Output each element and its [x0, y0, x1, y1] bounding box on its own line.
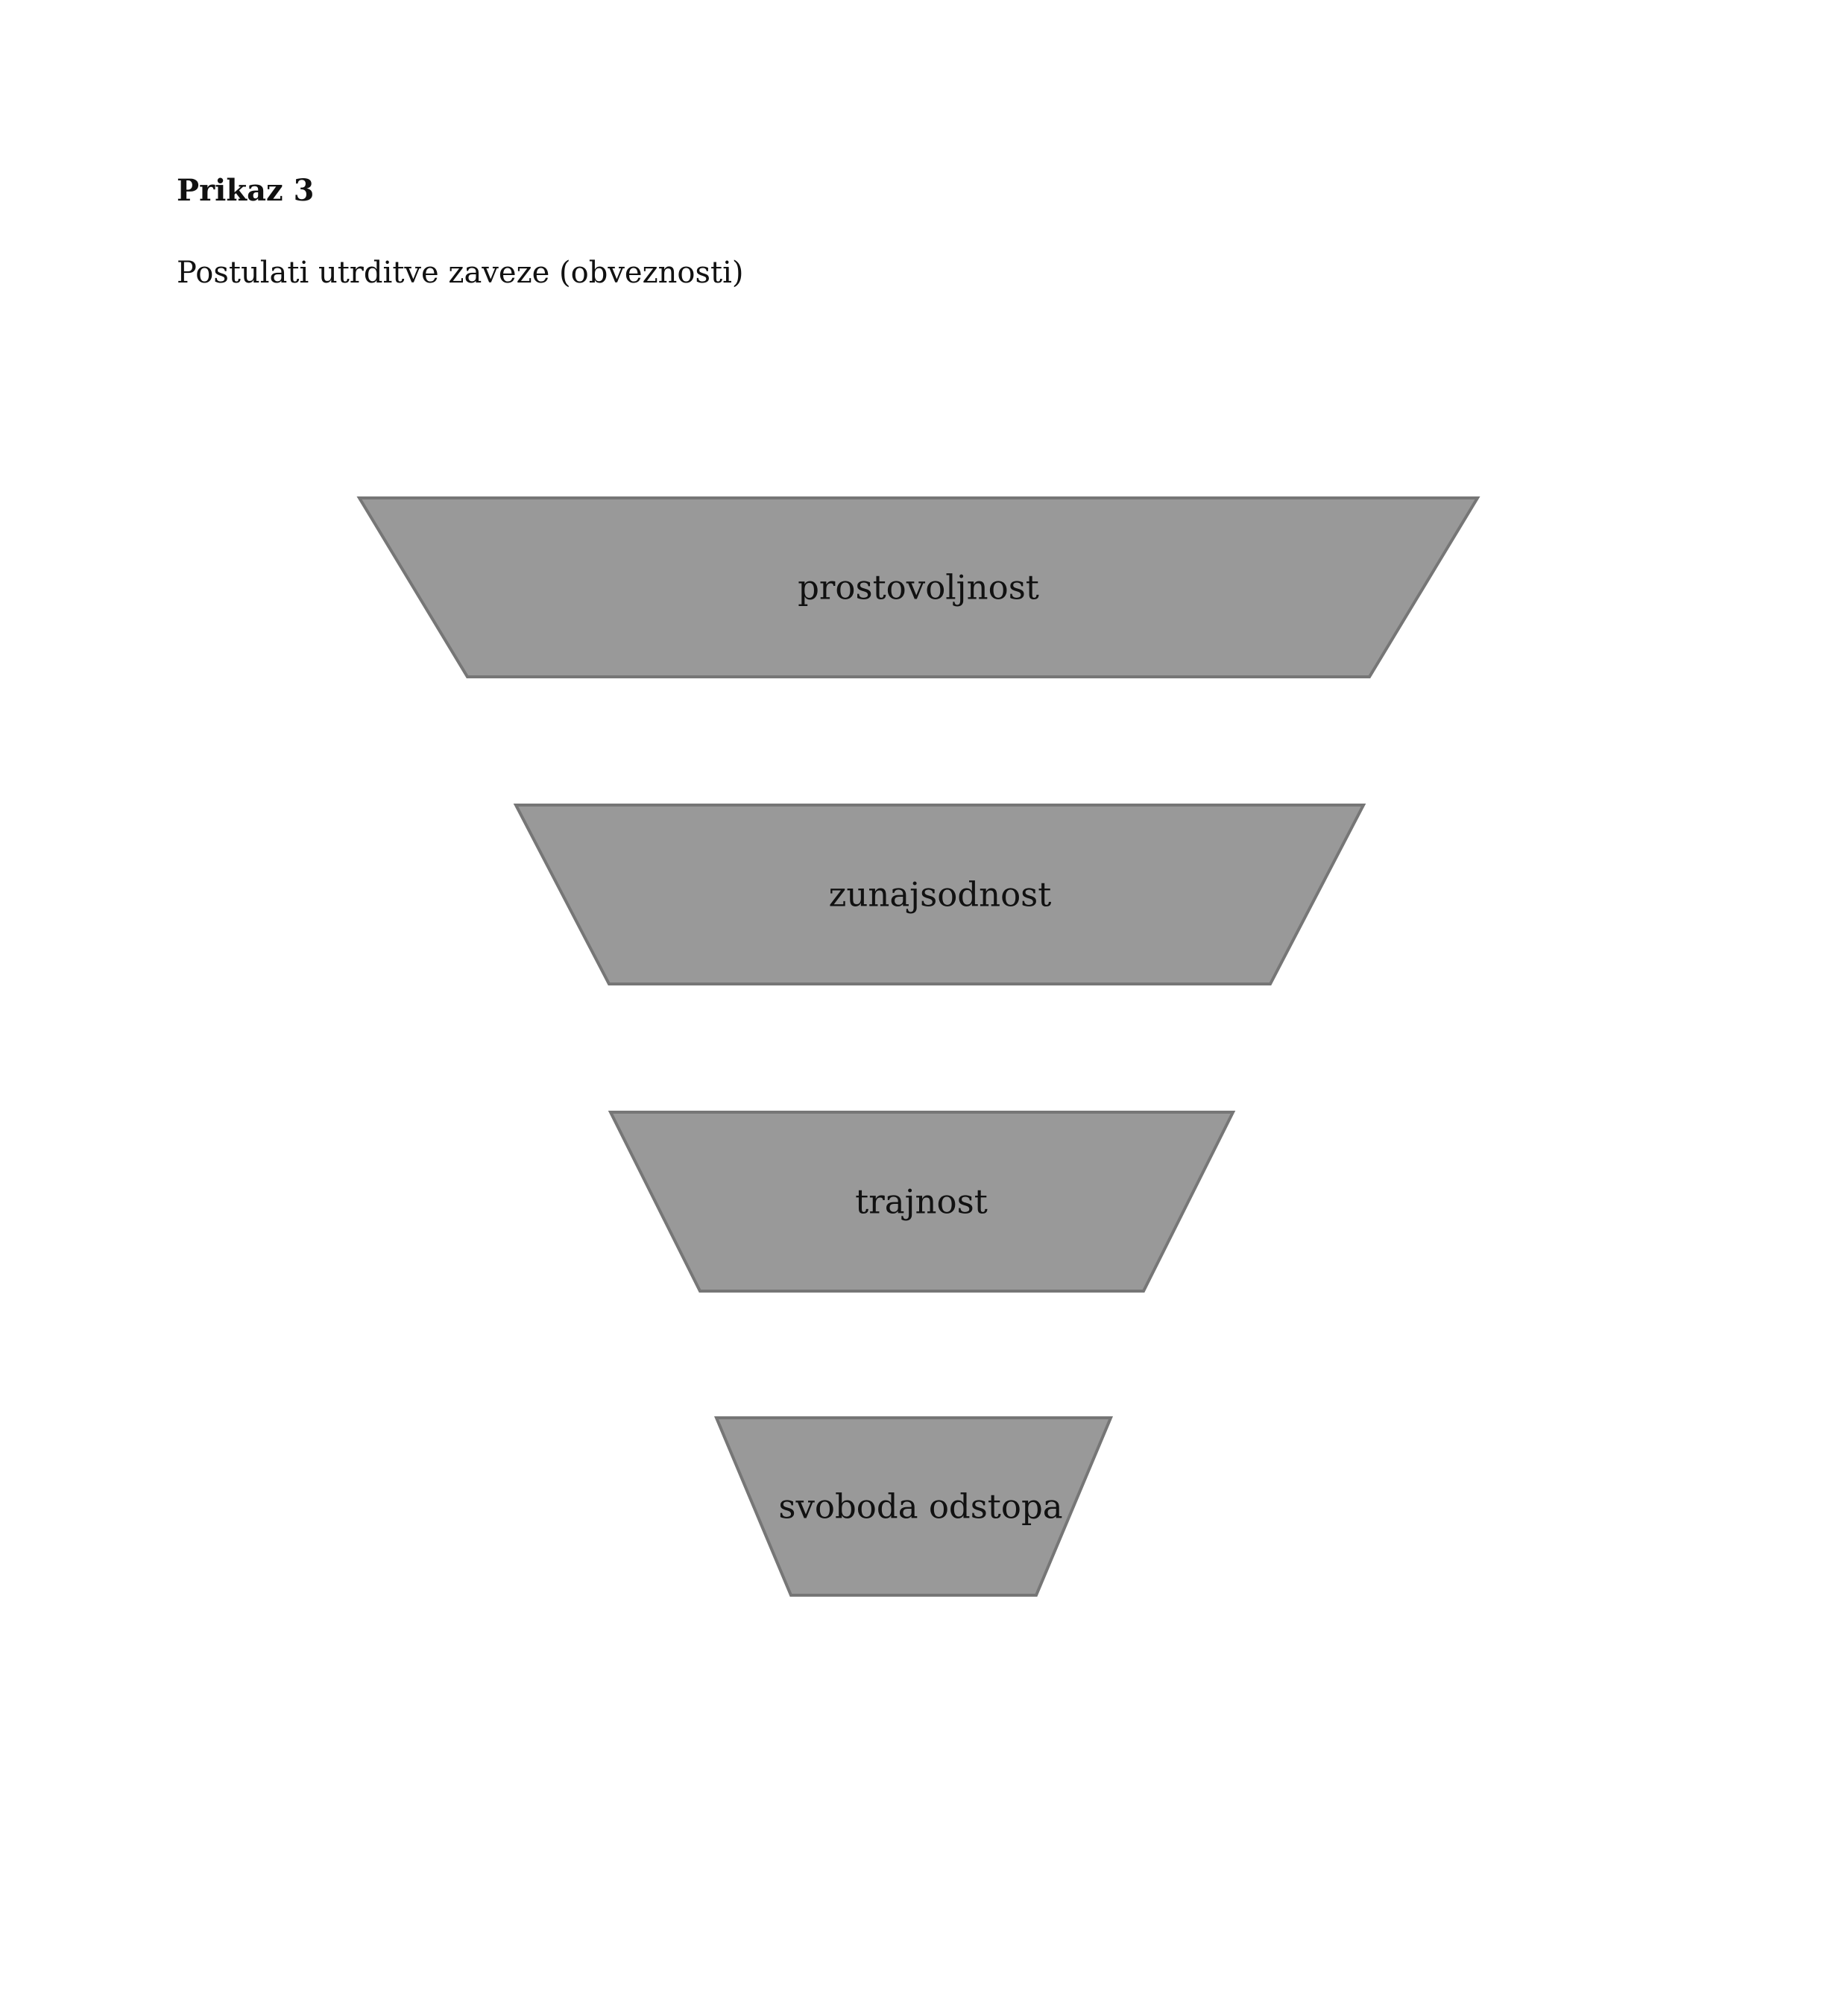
funnel-level-3-label: trajnost: [855, 1182, 988, 1222]
funnel-level-1-label: prostovoljnost: [798, 568, 1039, 608]
figure-label: Prikaz 3: [177, 173, 315, 208]
funnel-level-2-label: zunajsodnost: [829, 875, 1052, 915]
funnel-level-1-shape: [356, 496, 1480, 678]
funnel-level-1: prostovoljnost: [356, 496, 1480, 678]
funnel-level-4-shape: [713, 1416, 1114, 1597]
funnel-level-3-shape: [608, 1111, 1236, 1293]
funnel-level-4-label: svoboda odstopa: [778, 1487, 1062, 1527]
funnel-level-4: svoboda odstopa: [713, 1416, 1114, 1597]
funnel-level-2: zunajsodnost: [513, 804, 1366, 985]
funnel-level-3: trajnost: [608, 1111, 1236, 1293]
funnel-level-2-shape: [513, 804, 1366, 985]
figure-caption: Postulati utrditve zaveze (obveznosti): [177, 256, 744, 290]
